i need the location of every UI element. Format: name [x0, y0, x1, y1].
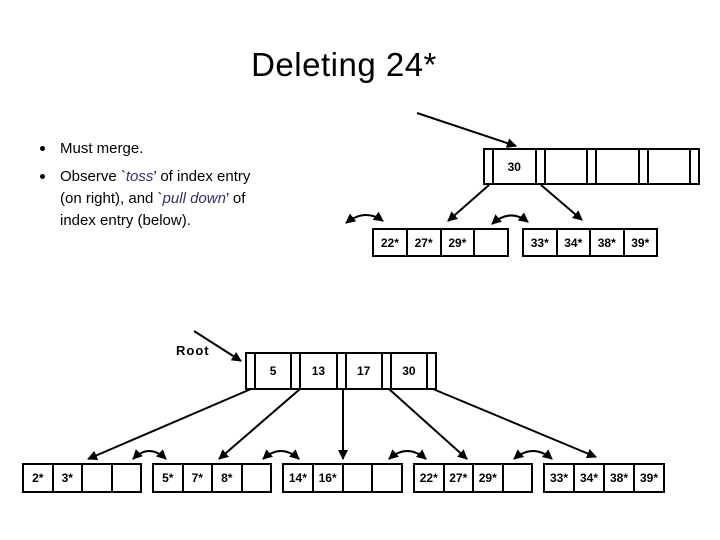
bullet-dot	[40, 146, 45, 151]
sibling-arc-leaf4-leaf5	[513, 449, 553, 460]
leaf-cell: 38*	[589, 230, 623, 255]
leaf-cell: 39*	[622, 230, 657, 255]
leaf-cell: 7*	[181, 465, 212, 491]
sibling-arc-midleaf-outer-left	[345, 211, 384, 224]
leaf-cell	[341, 465, 372, 491]
leaf-cell: 33*	[549, 471, 569, 485]
pointer-cell	[380, 354, 392, 388]
leaf-cell: 14*	[288, 471, 307, 485]
leaf-cell: 39*	[633, 465, 663, 491]
mid-leaf-left: 22* 27* 29*	[372, 228, 509, 257]
leaf-node-4: 22* 27* 29*	[413, 463, 533, 493]
leaf-cell: 34*	[555, 230, 590, 255]
bullet-dot	[40, 174, 45, 179]
index-node-30: 30	[483, 148, 700, 185]
leaf-cell: 34*	[573, 465, 603, 491]
bullet-list: Must merge. Observe `toss’ of index entr…	[38, 138, 338, 238]
leaf-cell	[473, 230, 507, 255]
leaf-node-1: 2* 3*	[22, 463, 142, 493]
arrow-root-to-leaf1	[87, 388, 252, 461]
key-cell	[546, 150, 587, 183]
pointer-cell	[335, 354, 347, 388]
arrow-root-to-leaf2	[218, 388, 301, 460]
key-cell	[649, 150, 690, 183]
leaf-cell: 27*	[405, 230, 440, 255]
toss-emphasis: toss	[125, 168, 154, 185]
sibling-arc-leaf1-leaf2	[132, 449, 167, 460]
leaf-cell	[371, 465, 401, 491]
pointer-cell	[485, 150, 494, 183]
key-cell: 30	[507, 159, 521, 174]
bullet-item-1: Must merge.	[38, 138, 338, 160]
leaf-cell	[110, 465, 141, 491]
slide-title: Deleting 24*	[251, 46, 437, 83]
leaf-cell: 2*	[32, 471, 44, 485]
arrow-index30-to-midleaf-right	[540, 184, 583, 221]
key-cell: 17	[356, 364, 371, 378]
key-cell: 13	[311, 364, 326, 378]
bullet-item-2: Observe `toss’ of index entry (on right)…	[38, 166, 338, 232]
leaf-cell	[240, 465, 271, 491]
leaf-cell: 5*	[162, 471, 174, 485]
leaf-cell: 29*	[439, 230, 474, 255]
pointer-cell	[426, 354, 435, 388]
bullet-text-2: Observe `toss’ of index entry (on right)…	[60, 166, 272, 232]
arrow-root-to-leaf5	[432, 388, 597, 459]
leaf-cell: 16*	[311, 465, 342, 491]
leaf-cell: 3*	[51, 465, 82, 491]
root-node: 5 13 17 30	[245, 352, 437, 390]
key-cell: 5	[269, 364, 277, 378]
leaf-cell: 27*	[442, 465, 473, 491]
key-cell	[597, 150, 638, 183]
leaf-node-5: 33* 34* 38* 39*	[543, 463, 665, 493]
pull-down-emphasis: pull down	[162, 190, 226, 207]
leaf-cell	[501, 465, 532, 491]
root-label: Root	[176, 343, 210, 358]
leaf-cell: 22*	[380, 235, 399, 250]
bullet2-segment: ’ of index entry (on right), and `	[60, 168, 251, 207]
leaf-cell: 38*	[603, 465, 633, 491]
leaf-node-2: 5* 7* 8*	[152, 463, 272, 493]
pointer-cell	[247, 354, 256, 388]
leaf-cell: 29*	[472, 465, 502, 491]
bullet2-segment: ’ of index entry (below).	[60, 190, 246, 229]
arrow-root-to-leaf4	[388, 388, 468, 460]
leaf-cell: 22*	[419, 471, 438, 485]
bullet-text-1: Must merge.	[60, 140, 144, 157]
arrow-index30-to-midleaf-left	[447, 184, 490, 222]
pointer-cell	[534, 150, 546, 183]
key-cell: 30	[402, 364, 416, 378]
sibling-arc-leaf3-leaf4	[388, 449, 427, 460]
pointer-cell	[637, 150, 649, 183]
pointer-cell	[290, 354, 302, 388]
sibling-arc-midleaf-between	[491, 212, 529, 225]
arrow-title-to-index-node	[416, 112, 517, 148]
leaf-node-3: 14* 16*	[282, 463, 403, 493]
leaf-cell: 8*	[211, 465, 241, 491]
sibling-arc-leaf2-leaf3	[262, 449, 300, 460]
leaf-cell: 33*	[530, 235, 549, 250]
pointer-cell	[586, 150, 597, 183]
leaf-cell	[81, 465, 111, 491]
mid-leaf-right: 33* 34* 38* 39*	[522, 228, 658, 257]
pointer-cell	[689, 150, 698, 183]
bullet2-segment: Observe `	[60, 168, 126, 185]
